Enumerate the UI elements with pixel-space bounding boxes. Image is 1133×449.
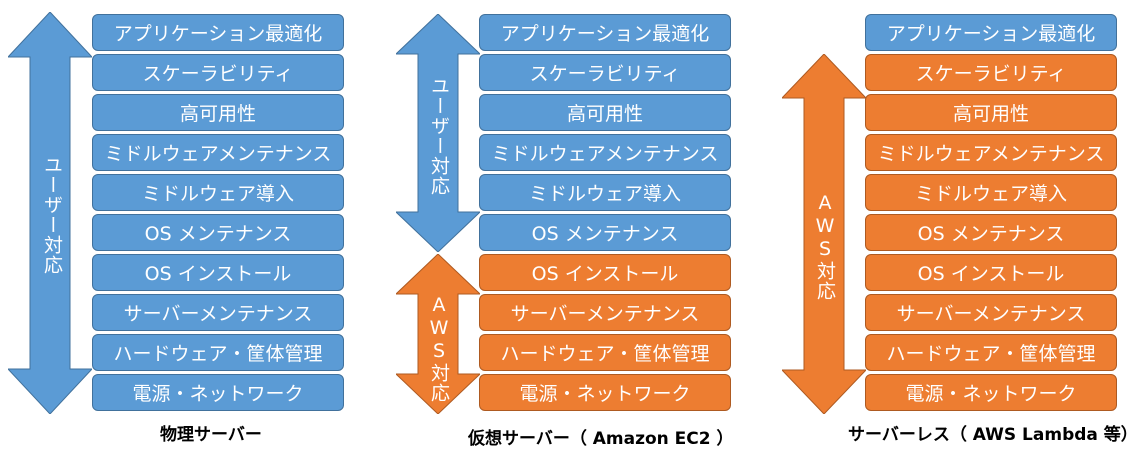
layer-hardware-chassis: ハードウェア・筐体管理 [479, 334, 731, 371]
layer-middleware-install: ミドルウェア導入 [865, 174, 1117, 211]
aws-responsibility-label: AWS対応 [814, 192, 836, 301]
layer-middleware-maintenance: ミドルウェアメンテナンス [865, 134, 1117, 171]
layer-server-maintenance: サーバーメンテナンス [92, 294, 344, 331]
serverless-caption: サーバーレス（ AWS Lambda 等） [848, 425, 1133, 445]
user-responsibility-arrow [396, 14, 480, 252]
layer-power-network: 電源・ネットワーク [865, 374, 1117, 411]
layer-os-maintenance: OS メンテナンス [92, 214, 344, 251]
layer-power-network: 電源・ネットワーク [92, 374, 344, 411]
layer-high-availability: 高可用性 [479, 94, 731, 131]
layer-scalability: スケーラビリティ [92, 54, 344, 91]
layer-middleware-maintenance: ミドルウェアメンテナンス [92, 134, 344, 171]
layer-power-network: 電源・ネットワーク [479, 374, 731, 411]
aws-responsibility-arrow [396, 254, 480, 414]
layer-scalability: スケーラビリティ [865, 54, 1117, 91]
layer-app-optimization: アプリケーション最適化 [479, 14, 731, 51]
layer-os-maintenance: OS メンテナンス [479, 214, 731, 251]
virtual-server-column: ユーザー対応 AWS対応 アプリケーション最適化 スケーラビリティ 高可用性 ミ… [0, 0, 734, 449]
aws-responsibility-label: AWS対応 [428, 294, 450, 403]
layer-server-maintenance: サーバーメンテナンス [479, 294, 731, 331]
layer-os-maintenance: OS メンテナンス [865, 214, 1117, 251]
layer-high-availability: 高可用性 [865, 94, 1117, 131]
aws-responsibility-arrow [782, 54, 866, 414]
layer-app-optimization: アプリケーション最適化 [92, 14, 344, 51]
user-responsibility-arrow [8, 12, 92, 414]
layer-server-maintenance: サーバーメンテナンス [865, 294, 1117, 331]
layer-os-install: OS インストール [479, 254, 731, 291]
layer-scalability: スケーラビリティ [479, 54, 731, 91]
physical-server-caption: 物理サーバー [160, 425, 262, 445]
layer-os-install: OS インストール [92, 254, 344, 291]
physical-server-column: ユーザー対応 アプリケーション最適化 スケーラビリティ 高可用性 ミドルウェアメ… [0, 0, 344, 448]
layer-os-install: OS インストール [865, 254, 1117, 291]
user-responsibility-label: ユーザー対応 [41, 155, 63, 275]
layer-middleware-maintenance: ミドルウェアメンテナンス [479, 134, 731, 171]
layer-middleware-install: ミドルウェア導入 [92, 174, 344, 211]
user-responsibility-label: ユーザー対応 [428, 76, 450, 196]
layer-app-optimization: アプリケーション最適化 [865, 14, 1117, 51]
layer-hardware-chassis: ハードウェア・筐体管理 [92, 334, 344, 371]
layer-middleware-install: ミドルウェア導入 [479, 174, 731, 211]
layer-hardware-chassis: ハードウェア・筐体管理 [865, 334, 1117, 371]
layer-high-availability: 高可用性 [92, 94, 344, 131]
virtual-server-caption: 仮想サーバー（ Amazon EC2 ） [468, 429, 734, 449]
